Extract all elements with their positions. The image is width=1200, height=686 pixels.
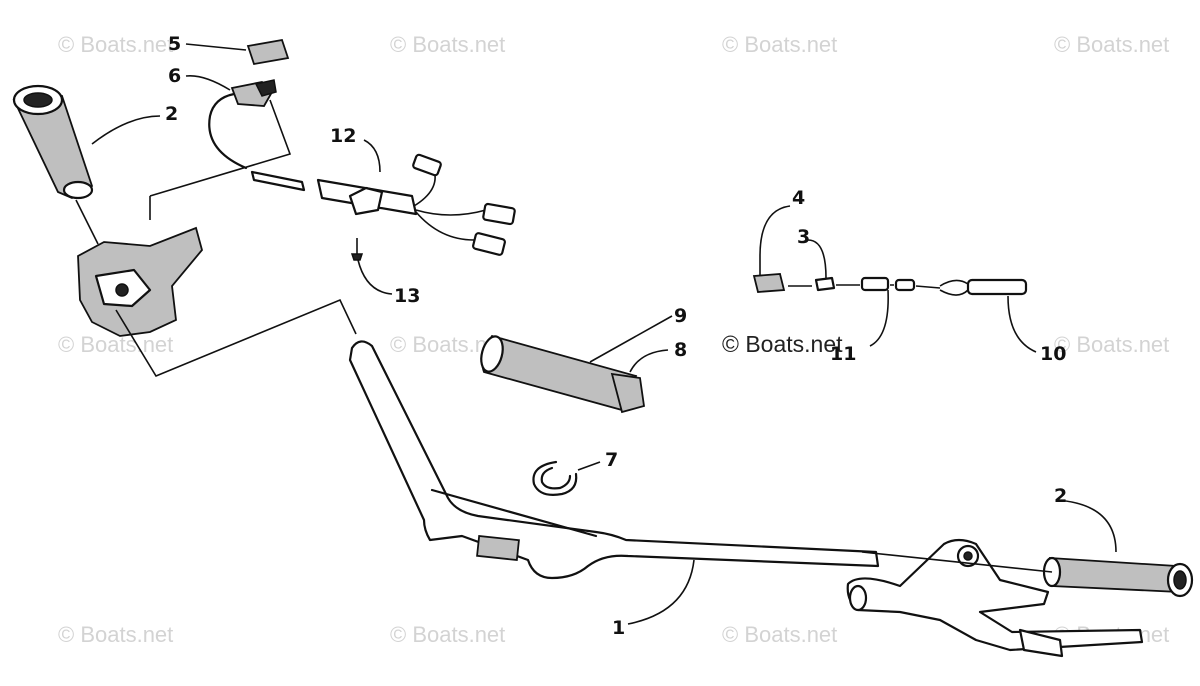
callout-13: 13 [394, 285, 420, 307]
callout-12: 12 [330, 125, 356, 147]
leader-lines [75, 43, 1117, 625]
callout-labels: 1 2 2 3 4 5 6 7 8 9 10 11 12 13 [165, 33, 1067, 639]
watermark: © Boats.net [722, 622, 837, 647]
part-connector-group [752, 273, 1028, 296]
part-brake-lever-assembly [846, 538, 1144, 658]
callout-7: 7 [605, 449, 618, 471]
part-wiring-harness [250, 153, 516, 256]
part-heater-sleeve [480, 334, 646, 414]
callout-2-left: 2 [165, 103, 178, 125]
callout-5: 5 [168, 33, 181, 55]
callout-1: 1 [612, 617, 625, 639]
callout-8: 8 [674, 339, 687, 361]
callout-9: 9 [674, 305, 687, 327]
watermark: © Boats.net [1054, 32, 1169, 57]
callout-2-right: 2 [1054, 485, 1067, 507]
part-screw [350, 238, 364, 261]
part-pad [246, 38, 290, 66]
part-handlebar [348, 340, 880, 580]
part-grip-right [1042, 556, 1194, 598]
watermark: © Boats.net [722, 32, 837, 57]
watermark-center: © Boats.net [722, 331, 843, 357]
part-clamp [532, 460, 578, 496]
part-grip-left [12, 84, 94, 200]
callout-4: 4 [792, 187, 805, 209]
callout-10: 10 [1040, 343, 1066, 365]
watermark: © Boats.net [58, 332, 173, 357]
watermark: © Boats.net [58, 622, 173, 647]
callout-6: 6 [168, 65, 181, 87]
watermark: © Boats.net [390, 32, 505, 57]
part-throttle-housing [77, 226, 203, 337]
part-throttle-cable [208, 79, 277, 170]
callout-11: 11 [830, 343, 856, 365]
watermark: © Boats.net [1054, 332, 1169, 357]
watermark: © Boats.net [390, 622, 505, 647]
watermark: © Boats.net [58, 32, 173, 57]
callout-3: 3 [797, 226, 810, 248]
